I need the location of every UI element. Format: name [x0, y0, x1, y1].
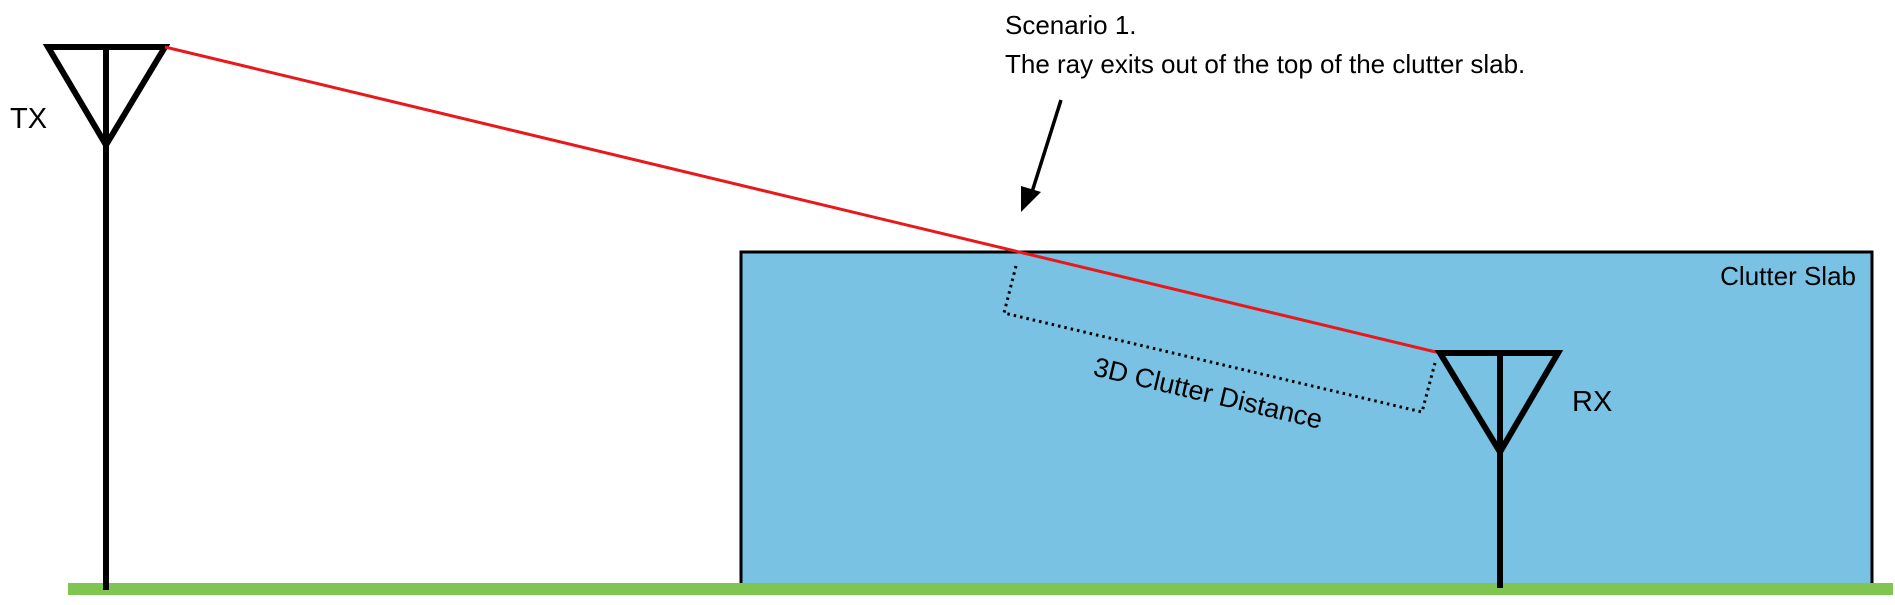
clutter-slab	[739, 250, 1874, 592]
annotation-arrow-head	[1021, 186, 1041, 212]
caption-line-2: The ray exits out of the top of the clut…	[1005, 49, 1525, 79]
tx-antenna	[42, 44, 171, 590]
rx-antenna	[1434, 350, 1564, 588]
tx-antenna-triangle	[42, 44, 171, 151]
tx-label: TX	[10, 103, 47, 135]
rx-antenna-triangle	[1434, 350, 1564, 458]
annotation-arrow	[1021, 99, 1063, 212]
rx-label: RX	[1572, 386, 1612, 418]
ground-line	[68, 583, 1893, 595]
clutter-slab-label: Clutter Slab	[1720, 261, 1856, 291]
signal-ray	[164, 45, 1441, 355]
caption-line-1: Scenario 1.	[1005, 10, 1137, 40]
annotation-arrow-shaft	[1030, 99, 1063, 193]
